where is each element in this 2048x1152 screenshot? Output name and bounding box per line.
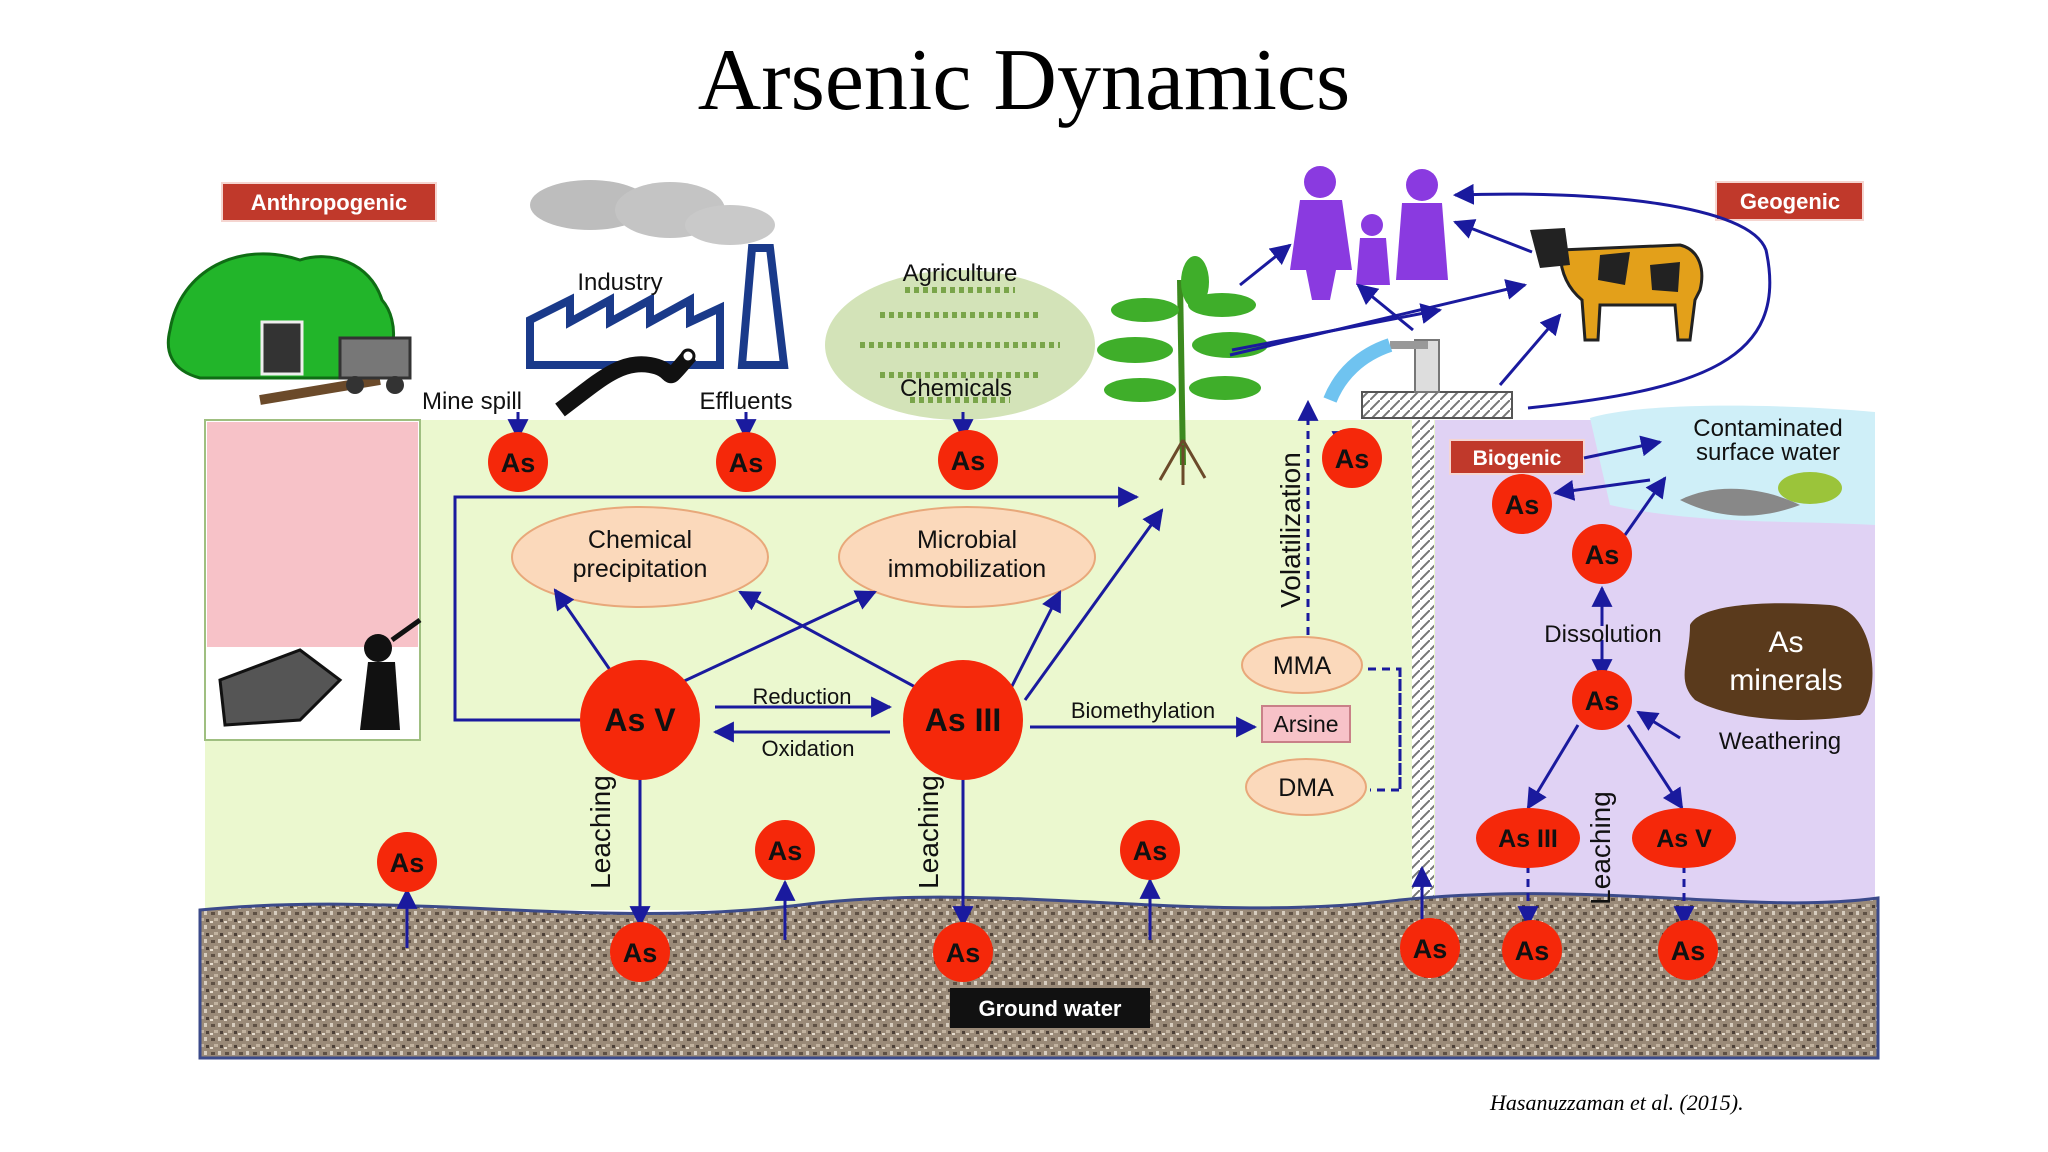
microbial-immobilization-node: Microbial immobilization [838,506,1096,608]
as-node: As [1120,820,1180,880]
leaching-label-2: Leaching [913,775,944,889]
as-node: As [610,922,670,982]
svg-text:As III: As III [1498,825,1558,853]
svg-text:As: As [1133,836,1168,866]
flow-arrows [396,183,1772,948]
volatilization-label: Volatilization [1275,452,1306,608]
leaching-label-3: Leaching [1585,791,1616,905]
ground-water-tag: Ground water [950,988,1150,1028]
svg-text:As: As [390,848,425,878]
as-node: As [1572,670,1632,730]
leaching-label-1: Leaching [585,775,616,889]
biomethylation-label: Biomethylation [1071,698,1215,723]
contaminated-water-label-2: surface water [1696,439,1840,466]
as-node: As [1400,918,1460,978]
svg-text:As: As [946,938,981,968]
svg-text:Microbial: Microbial [917,526,1017,554]
svg-text:As V: As V [604,702,676,738]
oxidation-label: Oxidation [762,736,855,761]
as-iii-node: As III [903,660,1023,780]
as-node: As [716,432,776,492]
dma-node: DMA [1245,758,1367,816]
svg-text:Chemical: Chemical [588,526,692,554]
svg-text:As: As [501,448,536,478]
contaminated-water-label-1: Contaminated [1693,415,1842,442]
well-casing [1412,420,1434,910]
svg-text:As III: As III [925,702,1001,738]
as-node: As [1572,524,1632,584]
as-iii-small-node: As III [1476,808,1580,868]
arsine-node: Arsine [1261,705,1351,743]
svg-text:MMA: MMA [1273,652,1332,680]
effluents-label: Effluents [700,388,793,415]
svg-text:As: As [1585,686,1620,716]
pink-box [207,422,418,647]
miner-icon [218,617,422,730]
pump-icon [1323,338,1513,419]
mine-illustration [166,252,412,405]
svg-text:As: As [1505,490,1540,520]
as-node: As [488,432,548,492]
dashed-arrows [1297,399,1695,928]
anthropogenic-tag: Anthropogenic [221,182,437,222]
as-v-node: As V [580,660,700,780]
svg-text:As V: As V [1656,825,1712,853]
svg-text:As: As [1671,936,1706,966]
ground-layer [198,892,1880,1060]
mma-node: MMA [1241,636,1363,694]
svg-text:DMA: DMA [1278,774,1334,802]
svg-text:As: As [1413,934,1448,964]
as-v-small-node: As V [1632,808,1736,868]
svg-text:As: As [729,448,764,478]
industry-illustration [526,180,789,417]
agriculture-label: Agriculture [903,260,1018,287]
svg-text:As: As [1335,444,1370,474]
as-node: As [933,922,993,982]
as-node: As [1322,428,1382,488]
svg-text:Ground water: Ground water [978,996,1121,1021]
weathering-label: Weathering [1719,728,1841,755]
geogenic-tag: Geogenic [1715,181,1864,221]
svg-text:Geogenic: Geogenic [1740,189,1840,214]
chemical-precipitation-node: Chemical precipitation [511,506,769,608]
citation: Hasanuzzaman et al. (2015). [1490,1090,1744,1115]
svg-text:Biogenic: Biogenic [1473,447,1562,470]
as-node: As [1502,920,1562,980]
svg-text:Anthropogenic: Anthropogenic [251,190,407,215]
cow-icon [1530,228,1704,342]
svg-text:As: As [1585,540,1620,570]
mine-spill-label: Mine spill [422,388,522,415]
people-icon [1290,166,1448,300]
svg-text:As: As [951,446,986,476]
svg-text:As: As [768,836,803,866]
as-node: As [1492,474,1552,534]
industry-label: Industry [577,269,662,296]
svg-text:immobilization: immobilization [888,555,1046,583]
svg-text:As: As [1768,626,1803,659]
page-title: Arsenic Dynamics [697,32,1351,129]
reduction-label: Reduction [752,684,851,709]
chemicals-label: Chemicals [900,375,1012,402]
svg-text:precipitation: precipitation [573,555,708,583]
agriculture-illustration [825,270,1095,420]
as-minerals: As minerals [1684,603,1873,720]
biogenic-tag: Biogenic [1449,439,1585,475]
as-node: As [377,832,437,892]
as-node: As [1658,920,1718,980]
svg-text:minerals: minerals [1729,664,1842,697]
svg-text:As: As [623,938,658,968]
svg-text:As: As [1515,936,1550,966]
as-node: As [755,820,815,880]
as-node: As [938,430,998,490]
svg-text:Arsine: Arsine [1273,711,1338,737]
dissolution-label: Dissolution [1544,621,1661,648]
